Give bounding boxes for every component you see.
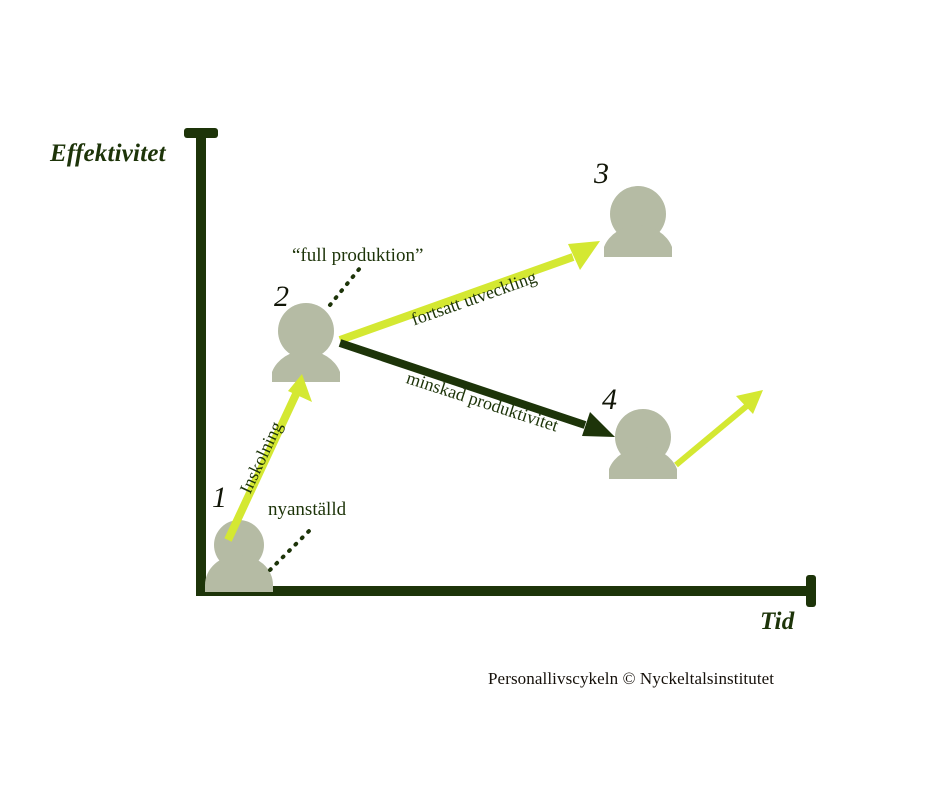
callout-full-produktion: “full produktion”	[292, 245, 424, 266]
stage-number-4: 4	[602, 383, 617, 416]
arrow-inskolning	[224, 374, 312, 542]
leader-line-full-produktion	[328, 266, 362, 307]
stage-number-2: 2	[274, 280, 289, 313]
person-icon-3	[604, 186, 672, 257]
y-axis-cap	[184, 128, 218, 138]
y-axis-title: Effektivitet	[50, 140, 166, 167]
x-axis-line	[196, 586, 816, 596]
arrow-fortsatt-utveckling	[338, 241, 600, 344]
person-icon-4	[609, 409, 677, 479]
arrow-onward-from-4	[674, 390, 763, 468]
x-axis-cap	[806, 575, 816, 607]
person-icon-2	[272, 303, 340, 382]
stage-number-1: 1	[212, 481, 227, 514]
arrow-minskad-produktivitet	[338, 339, 615, 437]
x-axis-title: Tid	[760, 608, 795, 635]
footer-credit: Personallivscykeln © Nyckeltalsinstitute…	[488, 669, 775, 688]
y-axis-line	[196, 132, 206, 596]
person-icon-1	[205, 520, 273, 592]
leader-line-nyanstalld	[268, 526, 314, 572]
axis-group	[184, 128, 816, 607]
callout-nyanstalld: nyanställd	[268, 499, 347, 520]
stage-number-3: 3	[594, 157, 609, 190]
